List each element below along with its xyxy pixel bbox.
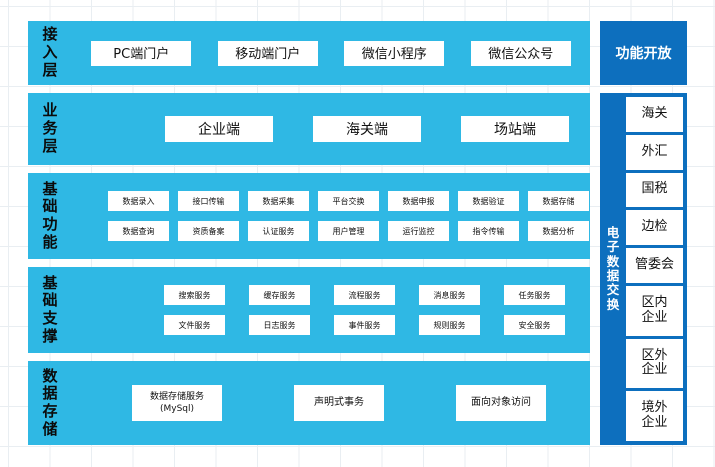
support-item-task-service[interactable]: 任务服务 bbox=[504, 285, 565, 305]
right-column: 功能开放 电 子 数 据 交 换 海关 外汇 国税 边检 管委会 区内 企业 区… bbox=[600, 21, 687, 445]
edi-item-customs[interactable]: 海关 bbox=[626, 97, 683, 132]
access-layer-title: 接 入 层 bbox=[28, 21, 72, 85]
support-item-rule-service[interactable]: 规则服务 bbox=[419, 315, 480, 335]
access-item-wechat-official-account[interactable]: 微信公众号 bbox=[470, 40, 571, 66]
layer-title-char: 层 bbox=[42, 60, 58, 79]
func-item-data-analysis[interactable]: 数据分析 bbox=[528, 221, 589, 241]
func-item-authentication-service[interactable]: 认证服务 bbox=[248, 221, 309, 241]
func-item-command-transfer[interactable]: 指令传输 bbox=[458, 221, 519, 241]
foundation-function-layer-title: 基 础 功 能 bbox=[28, 173, 72, 259]
edi-item-list: 海关 外汇 国税 边检 管委会 区内 企业 区外 企业 境外 企业 bbox=[626, 97, 683, 442]
layer-title-char: 存 bbox=[42, 402, 58, 420]
business-item-yard-client[interactable]: 场站端 bbox=[461, 116, 569, 142]
support-item-event-service[interactable]: 事件服务 bbox=[334, 315, 395, 335]
storage-item-data-storage-service-mysql[interactable]: 数据存储服务 (MySql) bbox=[132, 385, 222, 421]
func-item-data-verification[interactable]: 数据验证 bbox=[458, 191, 519, 211]
foundation-function-row-2: 数据查询 资质备案 认证服务 用户管理 运行监控 指令传输 数据分析 bbox=[78, 221, 589, 241]
business-layer-row: 企业端 海关端 场站端 bbox=[78, 116, 584, 142]
data-storage-layer-body: 数据存储服务 (MySql) 声明式事务 面向对象访问 bbox=[72, 361, 590, 445]
edi-title-char: 换 bbox=[606, 296, 620, 312]
layer-title-char: 据 bbox=[42, 384, 58, 403]
business-layer-body: 企业端 海关端 场站端 bbox=[72, 93, 590, 165]
business-item-enterprise-client[interactable]: 企业端 bbox=[165, 116, 273, 142]
support-item-log-service[interactable]: 日志服务 bbox=[249, 315, 310, 335]
layer-title-char: 层 bbox=[42, 136, 58, 155]
layer-title-char: 础 bbox=[42, 197, 58, 216]
support-item-file-service[interactable]: 文件服务 bbox=[164, 315, 225, 335]
edi-title-char: 电 bbox=[606, 224, 620, 240]
edi-title-char: 据 bbox=[606, 268, 620, 283]
layer-title-char: 功 bbox=[42, 215, 58, 233]
layer-title-char: 数 bbox=[42, 366, 58, 385]
access-layer: 接 入 层 PC端门户 移动端门户 微信小程序 微信公众号 bbox=[28, 21, 590, 85]
support-item-process-service[interactable]: 流程服务 bbox=[334, 285, 395, 305]
data-storage-row: 数据存储服务 (MySql) 声明式事务 面向对象访问 bbox=[78, 385, 584, 421]
foundation-function-row-1: 数据录入 接口传输 数据采集 平台交换 数据申报 数据验证 数据存储 bbox=[78, 191, 589, 211]
access-item-pc-portal[interactable]: PC端门户 bbox=[91, 40, 192, 66]
storage-item-object-oriented-access[interactable]: 面向对象访问 bbox=[456, 385, 546, 421]
edi-item-overseas-enterprise[interactable]: 境外 企业 bbox=[626, 391, 683, 442]
func-item-user-management[interactable]: 用户管理 bbox=[318, 221, 379, 241]
func-item-platform-exchange[interactable]: 平台交换 bbox=[318, 191, 379, 211]
foundation-support-layer-body: 搜索服务 缓存服务 流程服务 消息服务 任务服务 文件服务 日志服务 事件服务 … bbox=[72, 267, 590, 353]
edi-item-national-tax[interactable]: 国税 bbox=[626, 172, 683, 208]
func-item-data-entry[interactable]: 数据录入 bbox=[108, 191, 169, 211]
func-item-data-storage[interactable]: 数据存储 bbox=[528, 191, 589, 211]
layer-title-char: 务 bbox=[42, 119, 58, 138]
edi-item-border-inspection[interactable]: 边检 bbox=[626, 210, 683, 246]
layer-title-char: 基 bbox=[42, 273, 58, 292]
layer-title-char: 支 bbox=[42, 309, 58, 327]
layer-title-char: 接 bbox=[42, 25, 58, 44]
foundation-support-row-1: 搜索服务 缓存服务 流程服务 消息服务 任务服务 bbox=[78, 285, 584, 305]
edi-item-out-zone-enterprise[interactable]: 区外 企业 bbox=[626, 338, 683, 389]
layer-title-char: 业 bbox=[42, 101, 58, 120]
layer-title-char: 撑 bbox=[42, 326, 58, 345]
edi-item-foreign-exchange[interactable]: 外汇 bbox=[626, 134, 683, 170]
layer-title-char: 能 bbox=[42, 232, 58, 251]
foundation-support-row-2: 文件服务 日志服务 事件服务 规则服务 安全服务 bbox=[78, 315, 584, 335]
func-item-data-query[interactable]: 数据查询 bbox=[108, 221, 169, 241]
access-layer-body: PC端门户 移动端门户 微信小程序 微信公众号 bbox=[72, 21, 590, 85]
func-item-data-collection[interactable]: 数据采集 bbox=[248, 191, 309, 211]
edi-title-char: 子 bbox=[606, 239, 620, 255]
func-item-interface-transfer[interactable]: 接口传输 bbox=[178, 191, 239, 211]
foundation-support-layer-title: 基 础 支 撑 bbox=[28, 267, 72, 353]
edi-title-char: 数 bbox=[606, 253, 620, 269]
support-item-cache-service[interactable]: 缓存服务 bbox=[249, 285, 310, 305]
func-item-runtime-monitoring[interactable]: 运行监控 bbox=[388, 221, 449, 241]
func-item-qualification-filing[interactable]: 资质备案 bbox=[178, 221, 239, 241]
electronic-data-interchange-box: 电 子 数 据 交 换 海关 外汇 国税 边检 管委会 区内 企业 区外 企业 … bbox=[600, 93, 687, 445]
foundation-function-layer: 基 础 功 能 数据录入 接口传输 数据采集 平台交换 数据申报 数据验证 数据… bbox=[28, 173, 590, 259]
business-layer: 业 务 层 企业端 海关端 场站端 bbox=[28, 93, 590, 165]
foundation-function-layer-body: 数据录入 接口传输 数据采集 平台交换 数据申报 数据验证 数据存储 数据查询 … bbox=[72, 173, 595, 259]
edi-item-management-committee[interactable]: 管委会 bbox=[626, 248, 683, 283]
access-item-mobile-portal[interactable]: 移动端门户 bbox=[217, 40, 318, 66]
foundation-support-layer: 基 础 支 撑 搜索服务 缓存服务 流程服务 消息服务 任务服务 文件服务 日志… bbox=[28, 267, 590, 353]
layer-title-char: 入 bbox=[42, 43, 58, 62]
access-item-wechat-miniprogram[interactable]: 微信小程序 bbox=[344, 40, 445, 66]
business-item-customs-client[interactable]: 海关端 bbox=[313, 116, 421, 142]
access-layer-row: PC端门户 移动端门户 微信小程序 微信公众号 bbox=[78, 40, 584, 66]
support-item-message-service[interactable]: 消息服务 bbox=[419, 285, 480, 305]
layer-stack: 接 入 层 PC端门户 移动端门户 微信小程序 微信公众号 业 务 层 bbox=[28, 21, 590, 445]
layer-title-char: 基 bbox=[42, 179, 58, 198]
layer-title-char: 础 bbox=[42, 291, 58, 310]
layer-title-char: 储 bbox=[42, 419, 58, 438]
edi-title: 电 子 数 据 交 换 bbox=[600, 97, 626, 441]
storage-item-declarative-transaction[interactable]: 声明式事务 bbox=[294, 385, 384, 421]
edi-title-char: 交 bbox=[606, 282, 620, 298]
data-storage-layer: 数 据 存 储 数据存储服务 (MySql) 声明式事务 面向对象访问 bbox=[28, 361, 590, 445]
data-storage-layer-title: 数 据 存 储 bbox=[28, 361, 72, 445]
support-item-search-service[interactable]: 搜索服务 bbox=[164, 285, 225, 305]
edi-item-in-zone-enterprise[interactable]: 区内 企业 bbox=[626, 285, 683, 336]
function-open-box[interactable]: 功能开放 bbox=[600, 21, 687, 85]
business-layer-title: 业 务 层 bbox=[28, 93, 72, 165]
support-item-security-service[interactable]: 安全服务 bbox=[504, 315, 565, 335]
func-item-data-declaration[interactable]: 数据申报 bbox=[388, 191, 449, 211]
